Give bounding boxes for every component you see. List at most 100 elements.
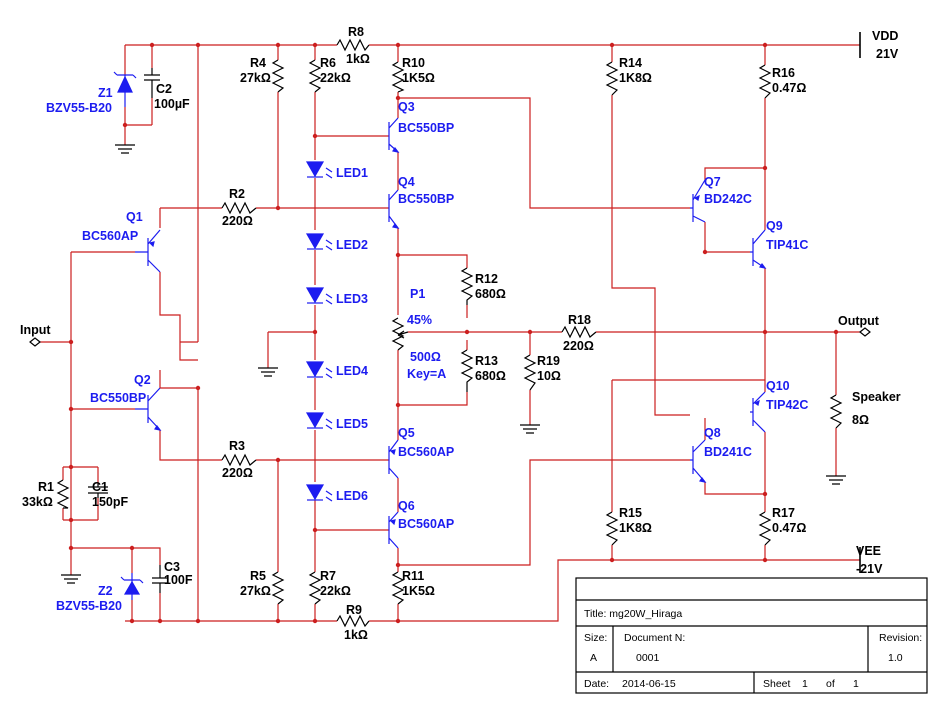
q10-ref: Q10 bbox=[766, 379, 790, 393]
r19-ref: R19 bbox=[537, 354, 560, 368]
r6-value: 22kΩ bbox=[320, 71, 351, 85]
document-value: 0001 bbox=[636, 652, 660, 664]
r7-value: 22kΩ bbox=[320, 584, 351, 598]
sheet-label: Sheet bbox=[763, 678, 791, 690]
r2-value: 220Ω bbox=[222, 214, 253, 228]
r17-value: 0.47Ω bbox=[772, 521, 806, 535]
revision-label: Revision: bbox=[879, 632, 922, 644]
q9-part: TIP41C bbox=[766, 238, 808, 252]
q3-part: BC550BP bbox=[398, 121, 454, 135]
z1-ref: Z1 bbox=[98, 86, 113, 100]
q6-ref: Q6 bbox=[398, 499, 415, 513]
r5-ref: R5 bbox=[250, 569, 266, 583]
r15-ref: R15 bbox=[619, 506, 642, 520]
title-block: Title: mg20W_Hiraga Size: A Document N: … bbox=[575, 577, 928, 694]
r8-value: 1kΩ bbox=[346, 52, 370, 66]
r19-value: 10Ω bbox=[537, 369, 561, 383]
r12-value: 680Ω bbox=[475, 287, 506, 301]
r4-value: 27kΩ bbox=[240, 71, 271, 85]
r6-ref: R6 bbox=[320, 56, 336, 70]
semiconductors bbox=[113, 71, 767, 600]
c3-ref: C3 bbox=[164, 560, 180, 574]
c1-value: 150pF bbox=[92, 495, 128, 509]
r13-value: 680Ω bbox=[475, 369, 506, 383]
sheet-number: 1 bbox=[802, 678, 808, 690]
led-label: LED4 bbox=[336, 364, 368, 378]
r12-ref: R12 bbox=[475, 272, 498, 286]
q7-ref: Q7 bbox=[704, 175, 721, 189]
sheet-of-label: of bbox=[826, 678, 835, 690]
revision-value: 1.0 bbox=[888, 652, 903, 664]
q2-part: BC550BP bbox=[90, 391, 146, 405]
r5-value: 27kΩ bbox=[240, 584, 271, 598]
r1-ref: R1 bbox=[38, 480, 54, 494]
r16-value: 0.47Ω bbox=[772, 81, 806, 95]
z1-part: BZV55-B20 bbox=[46, 101, 112, 115]
vdd-name: VDD bbox=[872, 29, 898, 43]
led-label: LED2 bbox=[336, 238, 368, 252]
led-label: LED3 bbox=[336, 292, 368, 306]
c3-value: 100F bbox=[164, 573, 193, 587]
p1-value: 500Ω bbox=[410, 350, 441, 364]
vee-value: -21V bbox=[856, 562, 883, 576]
r13-ref: R13 bbox=[475, 354, 498, 368]
r9-value: 1kΩ bbox=[344, 628, 368, 642]
r8-ref: R8 bbox=[348, 25, 364, 39]
size-value: A bbox=[590, 652, 597, 664]
r4-ref: R4 bbox=[250, 56, 266, 70]
led-label: LED5 bbox=[336, 417, 368, 431]
r16-ref: R16 bbox=[772, 66, 795, 80]
q6-part: BC560AP bbox=[398, 517, 454, 531]
junctions bbox=[68, 42, 839, 624]
led-label: LED6 bbox=[336, 489, 368, 503]
p1-position: 45% bbox=[407, 313, 432, 327]
r17-ref: R17 bbox=[772, 506, 795, 520]
r15-value: 1K8Ω bbox=[619, 521, 652, 535]
r11-value: 1K5Ω bbox=[402, 584, 435, 598]
labels: VDD 21V VEE -21V Input Output Speaker 8Ω… bbox=[20, 25, 901, 642]
components bbox=[29, 32, 871, 628]
input-port-label: Input bbox=[20, 323, 51, 337]
r1-value: 33kΩ bbox=[22, 495, 53, 509]
vdd-value: 21V bbox=[876, 47, 899, 61]
r7-ref: R7 bbox=[320, 569, 336, 583]
r10-ref: R10 bbox=[402, 56, 425, 70]
date-label: Date: bbox=[584, 678, 609, 690]
q9-ref: Q9 bbox=[766, 219, 783, 233]
sheet-total: 1 bbox=[853, 678, 859, 690]
q8-part: BD241C bbox=[704, 445, 752, 459]
r18-ref: R18 bbox=[568, 313, 591, 327]
r14-ref: R14 bbox=[619, 56, 642, 70]
led-label: LED1 bbox=[336, 166, 368, 180]
q1-part: BC560AP bbox=[82, 229, 138, 243]
c1-ref: C1 bbox=[92, 480, 108, 494]
r9-ref: R9 bbox=[346, 603, 362, 617]
z2-part: BZV55-B20 bbox=[56, 599, 122, 613]
vee-name: VEE bbox=[856, 544, 881, 558]
r3-ref: R3 bbox=[229, 439, 245, 453]
title-text: Title: mg20W_Hiraga bbox=[584, 608, 682, 620]
document-label: Document N: bbox=[624, 632, 685, 644]
r3-value: 220Ω bbox=[222, 466, 253, 480]
q5-part: BC560AP bbox=[398, 445, 454, 459]
p1-ref: P1 bbox=[410, 287, 425, 301]
z2-ref: Z2 bbox=[98, 584, 113, 598]
size-label: Size: bbox=[584, 632, 607, 644]
q4-ref: Q4 bbox=[398, 175, 415, 189]
speaker-label: Speaker bbox=[852, 390, 901, 404]
p1-key: Key=A bbox=[407, 367, 446, 381]
q5-ref: Q5 bbox=[398, 426, 415, 440]
q8-ref: Q8 bbox=[704, 426, 721, 440]
q3-ref: Q3 bbox=[398, 100, 415, 114]
c2-value: 100µF bbox=[154, 97, 190, 111]
r10-value: 1K5Ω bbox=[402, 71, 435, 85]
date-value: 2014-06-15 bbox=[622, 678, 676, 690]
r2-ref: R2 bbox=[229, 187, 245, 201]
c2-ref: C2 bbox=[156, 82, 172, 96]
r18-value: 220Ω bbox=[563, 339, 594, 353]
wires bbox=[40, 44, 860, 622]
speaker-value: 8Ω bbox=[852, 413, 869, 427]
output-port-label: Output bbox=[838, 314, 880, 328]
